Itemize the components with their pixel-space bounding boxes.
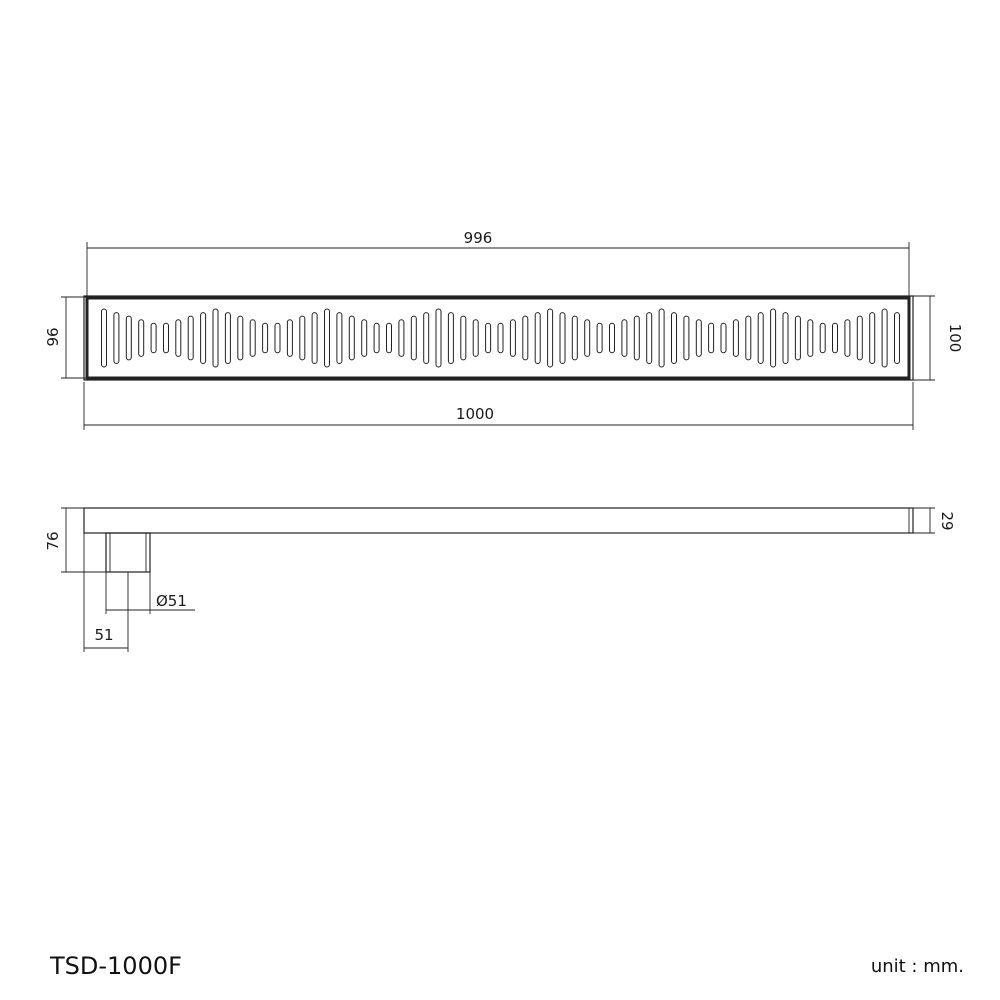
grate-slot: [522, 315, 529, 361]
grate-slot: [844, 319, 851, 357]
grate-slot: [138, 319, 145, 357]
grate-slot: [832, 322, 838, 354]
grate-slot: [262, 322, 269, 354]
grate-slot: [621, 319, 628, 357]
grate-slot: [596, 322, 603, 354]
grate-slot: [150, 322, 157, 354]
grate-slot: [386, 322, 392, 354]
drain-outer-frame: [83, 295, 914, 381]
grate-slot: [286, 319, 293, 357]
grate-slot: [224, 312, 231, 365]
grate-slot: [671, 312, 677, 365]
label-diameter-51: Ø51: [156, 592, 187, 610]
grate-slot: [609, 322, 615, 354]
label-1000: 1000: [456, 405, 494, 423]
grate-slot: [373, 322, 380, 354]
grate-slot: [237, 315, 244, 361]
grate-slot: [646, 312, 653, 365]
grate-slot: [509, 319, 516, 357]
grate-slot: [658, 308, 665, 368]
grate-slot: [534, 312, 541, 365]
grate-slot: [423, 312, 430, 365]
grate-slot: [894, 312, 900, 365]
grate-slot: [113, 312, 120, 365]
grate-slot: [584, 319, 591, 357]
label-29: 29: [938, 511, 956, 530]
grate-slot: [497, 322, 504, 354]
grate-slot: [460, 315, 467, 361]
grate-slot: [125, 315, 132, 361]
grate-slot: [695, 319, 702, 357]
grate-slot: [336, 312, 343, 365]
grate-slot: [708, 322, 715, 354]
grate-slot: [732, 319, 739, 357]
grate-slot: [547, 308, 554, 368]
grate-slot: [175, 319, 182, 357]
grate-slot: [361, 319, 368, 357]
grate-slot: [571, 315, 578, 361]
grate-slot: [683, 315, 690, 361]
grate-slot: [187, 315, 194, 361]
grate-slot: [745, 315, 752, 361]
grate-slots: [101, 308, 900, 368]
grate-slot: [757, 312, 764, 365]
grate-slot: [101, 308, 107, 368]
grate-slot: [819, 322, 826, 354]
label-100: 100: [946, 324, 964, 353]
grate-slot: [249, 319, 256, 357]
label-51: 51: [94, 626, 113, 644]
grate-slot: [782, 312, 789, 365]
grate-slot: [633, 315, 640, 361]
grate-slot: [311, 312, 318, 365]
grate-slot: [485, 322, 492, 354]
grate-slot: [212, 308, 219, 368]
channel-profile: [83, 507, 914, 534]
grate-slot: [770, 308, 777, 368]
label-96: 96: [44, 327, 62, 346]
grate-slot: [447, 312, 454, 365]
grate-slot: [398, 319, 405, 357]
grate-slot: [274, 322, 281, 354]
grate-slot: [163, 322, 169, 354]
grate-slot: [299, 315, 306, 361]
grate-slot: [348, 315, 355, 361]
grate-slot: [472, 319, 479, 357]
model-number: TSD-1000F: [50, 952, 182, 980]
drain-grate: [85, 296, 911, 380]
grate-slot: [856, 315, 863, 361]
grate-slot: [410, 315, 417, 361]
grate-slot: [720, 322, 727, 354]
grate-slot: [200, 312, 207, 365]
grate-slot: [881, 308, 888, 368]
grate-slot: [869, 312, 876, 365]
grate-slot: [435, 308, 442, 368]
label-996: 996: [464, 229, 493, 247]
grate-slot: [559, 312, 566, 365]
outlet-pipe: [105, 532, 151, 573]
grate-slot: [324, 308, 330, 368]
label-76: 76: [44, 531, 62, 550]
unit-label: unit : mm.: [870, 956, 964, 977]
grate-slot: [807, 319, 814, 357]
grate-slot: [794, 315, 801, 361]
